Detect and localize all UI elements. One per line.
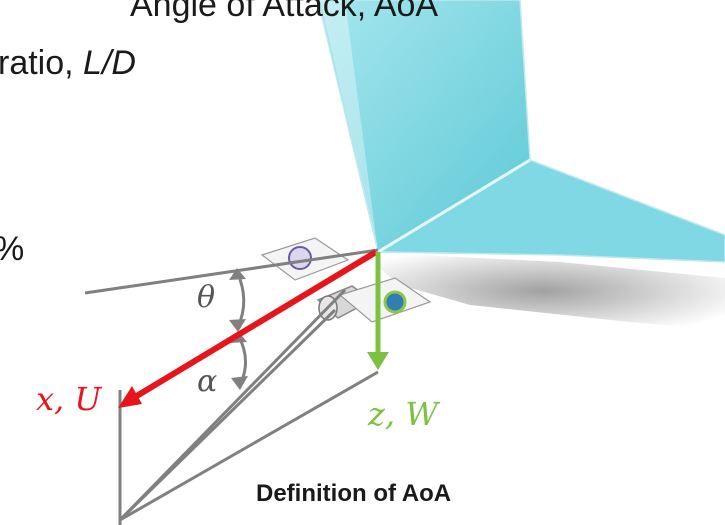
right-card-logo: [383, 290, 407, 314]
x-axis-arrowhead: [118, 386, 142, 408]
wing-shadow: [360, 252, 725, 330]
horizontal-reference-line: [84, 248, 379, 295]
x-axis-arrow: [128, 249, 378, 403]
heading-aoa: Angle of Attack, AoA: [130, 0, 439, 24]
percent-sign: %: [0, 230, 24, 269]
theta-arrow-top: [229, 268, 246, 280]
z-axis-arrowhead: [367, 352, 389, 370]
ratio-line: ratio, L/D: [0, 44, 136, 83]
diagonal-line-3: [118, 288, 347, 522]
diagram-caption: Definition of AoA: [256, 480, 452, 507]
wing-upper-facet: [320, 0, 378, 252]
wing-seam: [377, 158, 531, 254]
ratio-prefix: ratio,: [0, 44, 84, 82]
theta-label: θ: [197, 280, 216, 315]
theta-arrow-bottom: [229, 319, 246, 332]
x-u-label: x, U: [36, 380, 102, 418]
left-card-logo: [288, 246, 312, 270]
ld-text: L/D: [83, 44, 136, 82]
z-w-label: z, W: [368, 395, 439, 433]
diagonal-line-1: [119, 370, 379, 522]
theta-arc: [235, 271, 246, 328]
alpha-arrow-bottom: [231, 376, 248, 390]
alpha-label: α: [197, 364, 218, 399]
